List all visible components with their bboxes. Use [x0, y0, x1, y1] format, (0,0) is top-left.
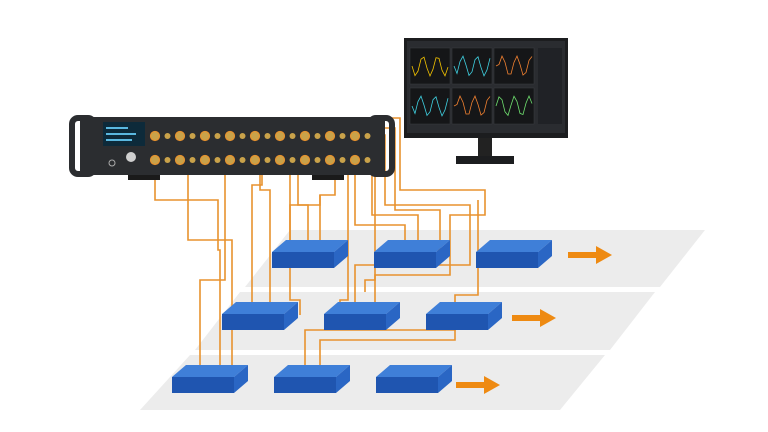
rf-port	[199, 154, 211, 166]
rf-port	[239, 157, 246, 163]
monitor	[404, 38, 568, 164]
rf-port	[289, 157, 296, 163]
dut-box	[172, 365, 248, 393]
rf-port	[149, 154, 161, 166]
rf-port	[189, 133, 196, 139]
rf-port	[249, 130, 261, 142]
rf-port	[274, 154, 286, 166]
rf-port	[249, 154, 261, 166]
dut-box	[374, 240, 450, 268]
switch-matrix-instrument	[69, 115, 395, 180]
cables	[154, 117, 486, 380]
settings-panel	[538, 48, 562, 124]
output-arrows	[456, 246, 612, 394]
dut-box	[274, 365, 350, 393]
platform-row-1	[245, 230, 705, 287]
rf-port	[364, 157, 371, 163]
rf-port	[349, 130, 361, 142]
platforms	[140, 230, 705, 410]
rf-port	[314, 157, 321, 163]
analyzer-plots	[409, 47, 562, 125]
rf-port	[164, 133, 171, 139]
rf-port	[214, 133, 221, 139]
dut-group	[172, 240, 552, 393]
dut-box	[222, 302, 298, 330]
dut-box	[476, 240, 552, 268]
rf-port	[274, 130, 286, 142]
rf-port	[324, 154, 336, 166]
rf-port	[324, 130, 336, 142]
dut-box	[324, 302, 400, 330]
arrow-row-3-icon	[456, 376, 500, 394]
instrument-knob[interactable]	[126, 152, 136, 162]
rf-port	[264, 133, 271, 139]
rf-port	[239, 133, 246, 139]
rf-port	[174, 154, 186, 166]
dut-box	[376, 365, 452, 393]
plot-pane	[409, 87, 451, 125]
arrow-row-1-icon	[568, 246, 612, 264]
rf-port	[199, 130, 211, 142]
rf-port	[339, 157, 346, 163]
platform-row-2	[195, 292, 655, 350]
plot-pane	[451, 47, 493, 85]
dut-box	[272, 240, 348, 268]
rf-port	[364, 133, 371, 139]
rf-port	[224, 154, 236, 166]
rf-port	[314, 133, 321, 139]
rf-port	[149, 130, 161, 142]
rf-port	[214, 157, 221, 163]
rf-port	[349, 154, 361, 166]
rf-port	[264, 157, 271, 163]
plot-pane	[409, 47, 451, 85]
plot-pane	[493, 87, 535, 125]
arrow-row-2-icon	[512, 309, 556, 327]
port-panel	[149, 130, 371, 166]
rf-port	[164, 157, 171, 163]
dut-box	[426, 302, 502, 330]
rf-port	[289, 133, 296, 139]
rf-port	[299, 130, 311, 142]
rf-port	[189, 157, 196, 163]
rf-port	[299, 154, 311, 166]
power-button[interactable]	[108, 159, 116, 167]
platform-row-3	[140, 355, 605, 410]
rf-port	[224, 130, 236, 142]
rf-port	[174, 130, 186, 142]
rf-port	[339, 133, 346, 139]
